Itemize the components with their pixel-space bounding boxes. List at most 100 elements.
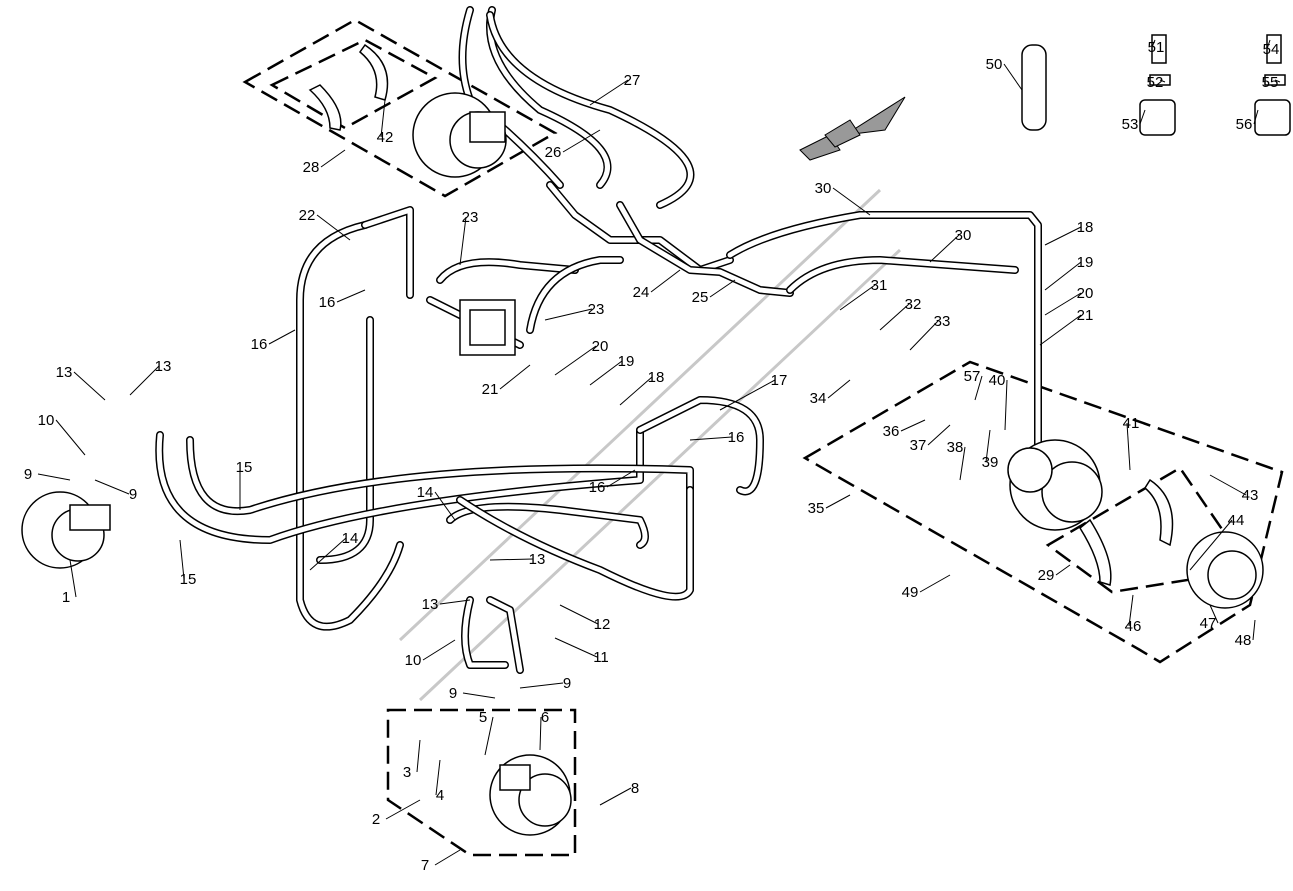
leader-line (559, 604, 599, 625)
valve-block (459, 299, 516, 356)
hose-13 (457, 487, 693, 600)
leader-line (1189, 519, 1233, 571)
part-label-18: 18 (648, 369, 665, 386)
leader-line (539, 716, 542, 751)
leader-line (1159, 79, 1166, 83)
hose-5 (726, 211, 1042, 484)
leader-line (336, 289, 366, 303)
leader-line (1126, 422, 1131, 471)
part-label-43: 43 (1242, 487, 1259, 504)
part-label-27: 27 (624, 72, 641, 89)
part-label-9: 9 (129, 486, 137, 503)
part-label-9: 9 (563, 675, 571, 692)
part-label-5: 5 (479, 709, 487, 726)
hose-1 (487, 7, 610, 188)
hose-18 (461, 596, 509, 669)
leader-line (1039, 314, 1082, 346)
part-label-2: 2 (372, 811, 380, 828)
part-label-41: 41 (1123, 415, 1140, 432)
hose-4 (617, 202, 793, 296)
part-label-54: 54 (1263, 41, 1280, 58)
leader-line (484, 716, 494, 756)
part-label-44: 44 (1228, 512, 1245, 529)
leader-line (985, 429, 991, 463)
part-label-20: 20 (592, 338, 609, 355)
part-label-13: 13 (529, 551, 546, 568)
leader-line (554, 637, 598, 658)
part-label-13: 13 (56, 364, 73, 381)
motor-1 (21, 491, 111, 569)
leader-line (554, 345, 597, 376)
leader-line (309, 537, 347, 571)
part-label-19: 19 (1077, 254, 1094, 271)
part-label-8: 8 (631, 780, 639, 797)
leader-line (1151, 39, 1156, 48)
leader-line (832, 187, 871, 216)
leader-line (434, 491, 456, 521)
hose-17 (527, 257, 623, 333)
part-label-30: 30 (815, 180, 832, 197)
leader-line (439, 599, 471, 605)
part-label-19: 19 (618, 353, 635, 370)
hose-7 (297, 222, 403, 630)
part-label-12: 12 (594, 616, 611, 633)
leader-line (435, 759, 441, 796)
hose-19 (487, 597, 523, 673)
leader-line (459, 216, 467, 266)
leader-line (1266, 39, 1271, 50)
hose-6 (787, 257, 1018, 293)
leader-line (900, 419, 926, 432)
hose-2 (486, 11, 695, 209)
part-label-16: 16 (728, 429, 745, 446)
part-label-38: 38 (947, 439, 964, 456)
leader-line (650, 269, 681, 293)
leader-line (268, 329, 296, 345)
direction-arrow (799, 96, 906, 161)
hose-9 (317, 317, 373, 563)
leader-line (129, 365, 160, 396)
part-label-31: 31 (871, 277, 888, 294)
hose-11 (187, 437, 693, 514)
hose-6 (786, 256, 1019, 294)
part-label-26: 26 (545, 144, 562, 161)
leader-line (589, 360, 623, 386)
hose-14 (637, 397, 763, 494)
leader-line (1044, 261, 1082, 291)
part-label-46: 46 (1125, 618, 1142, 635)
hose-3 (546, 181, 734, 274)
leader-line (719, 379, 776, 411)
part-label-40: 40 (989, 372, 1006, 389)
part-label-18: 18 (1077, 219, 1094, 236)
leader-line (1274, 79, 1281, 83)
motor-2 (489, 754, 572, 836)
leader-line (1003, 63, 1023, 91)
part-label-50: 50 (986, 56, 1003, 73)
leader-line (73, 371, 106, 401)
part-label-16: 16 (319, 294, 336, 311)
leader-line (380, 99, 386, 138)
leader-line (1055, 564, 1071, 576)
part-label-28: 28 (303, 159, 320, 176)
part-label-42: 42 (377, 129, 394, 146)
part-label-13: 13 (422, 596, 439, 613)
part-label-4: 4 (436, 787, 444, 804)
hose-18 (462, 597, 508, 668)
part-label-47: 47 (1200, 615, 1217, 632)
leader-line (422, 639, 456, 661)
box-42 (269, 38, 438, 130)
part-label-16: 16 (251, 336, 268, 353)
hoses (155, 6, 1042, 674)
part-label-52: 52 (1147, 74, 1164, 91)
part-label-3: 3 (403, 764, 411, 781)
hose-12 (447, 504, 648, 548)
part-label-57: 57 (964, 368, 981, 385)
hose-16 (437, 259, 578, 283)
leader-line (1128, 594, 1134, 627)
box-35 (802, 360, 1284, 664)
part-label-10: 10 (38, 412, 55, 429)
part-label-34: 34 (810, 390, 827, 407)
part-label-6: 6 (541, 709, 549, 726)
box-2 (386, 708, 577, 857)
